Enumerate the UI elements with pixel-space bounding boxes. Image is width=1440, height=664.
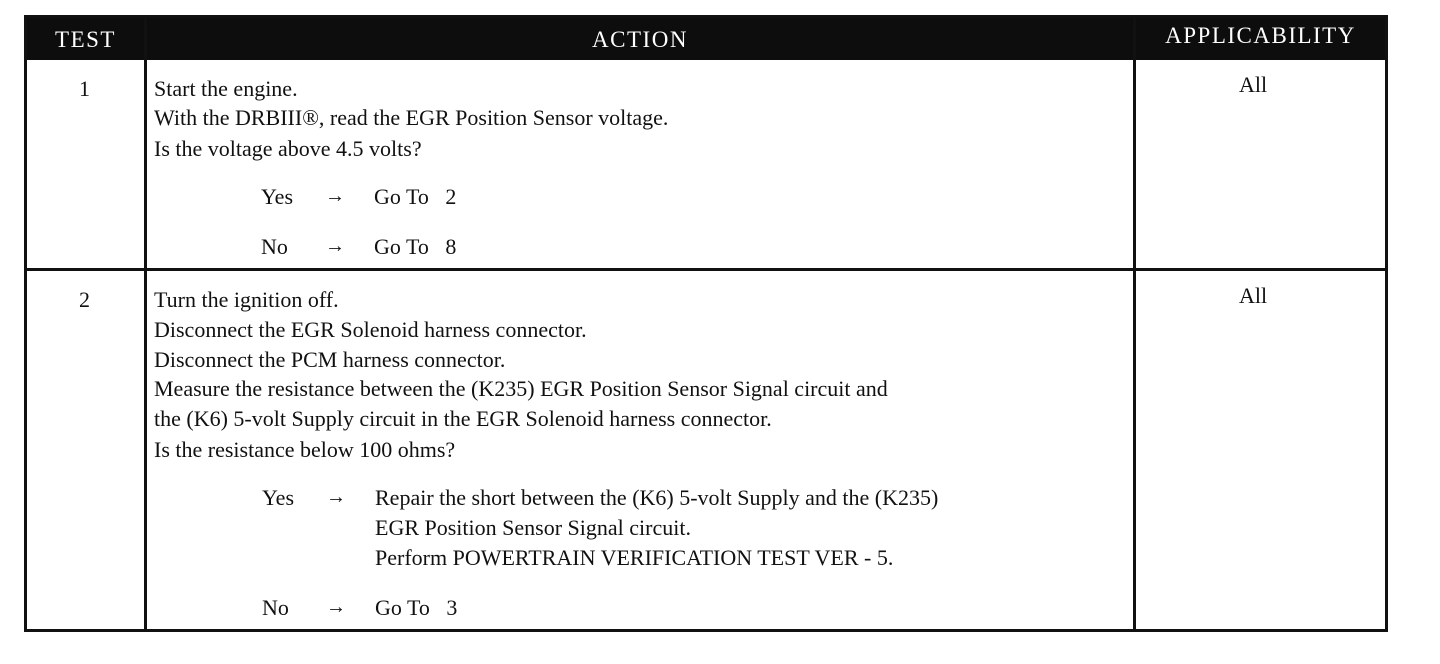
column-divider-test — [144, 18, 147, 629]
step-2-instruction-5: the (K6) 5-volt Supply circuit in the EG… — [154, 406, 772, 431]
column-divider-action — [1133, 18, 1136, 629]
step-1-no-action: Go To 8 — [374, 234, 457, 259]
step-2-applicability: All — [1239, 283, 1268, 308]
step-2-yes-action-2: EGR Position Sensor Signal circuit. — [375, 515, 691, 540]
header-applicability-label: APPLICABILITY — [1165, 23, 1356, 48]
header-test: TEST — [27, 18, 144, 60]
row-divider-1 — [27, 268, 1385, 271]
step-1-yes-arrow-icon: → — [325, 185, 345, 207]
step-1-instruction-1: Start the engine. — [154, 76, 298, 101]
step-2-instruction-4: Measure the resistance between the (K235… — [154, 376, 888, 401]
header-test-label: TEST — [55, 27, 116, 52]
step-1-number: 1 — [79, 76, 90, 101]
step-2-instruction-2: Disconnect the EGR Solenoid harness conn… — [154, 317, 587, 342]
step-1-no-arrow-icon: → — [325, 235, 345, 257]
step-2-number: 2 — [79, 287, 90, 312]
step-1-instruction-3: Is the voltage above 4.5 volts? — [154, 136, 422, 161]
step-1-yes-label: Yes — [261, 184, 294, 209]
step-2-no-arrow-icon: → — [326, 596, 346, 618]
step-1-yes-action: Go To 2 — [374, 184, 457, 209]
header-applicability: APPLICABILITY — [1136, 18, 1385, 60]
step-2-instruction-6: Is the resistance below 100 ohms? — [154, 437, 456, 462]
step-2-yes-action-1: Repair the short between the (K6) 5-volt… — [375, 485, 939, 510]
step-2-instruction-3: Disconnect the PCM harness connector. — [154, 347, 506, 372]
step-2-yes-arrow-icon: → — [326, 486, 346, 508]
header-action-label: ACTION — [592, 27, 688, 52]
step-1-instruction-2: With the DRBIII®, read the EGR Position … — [154, 105, 669, 130]
diagnostic-test-table: TEST ACTION APPLICABILITY 1 Start the en… — [24, 15, 1388, 632]
step-2-no-label: No — [262, 595, 289, 620]
step-2-yes-action-3: Perform POWERTRAIN VERIFICATION TEST VER… — [375, 545, 894, 570]
step-1-applicability: All — [1239, 72, 1268, 97]
step-2-yes-label: Yes — [262, 485, 295, 510]
step-2-instruction-1: Turn the ignition off. — [154, 287, 339, 312]
step-2-no-action: Go To 3 — [375, 595, 458, 620]
step-1-no-label: No — [261, 234, 288, 259]
header-action: ACTION — [147, 18, 1133, 60]
